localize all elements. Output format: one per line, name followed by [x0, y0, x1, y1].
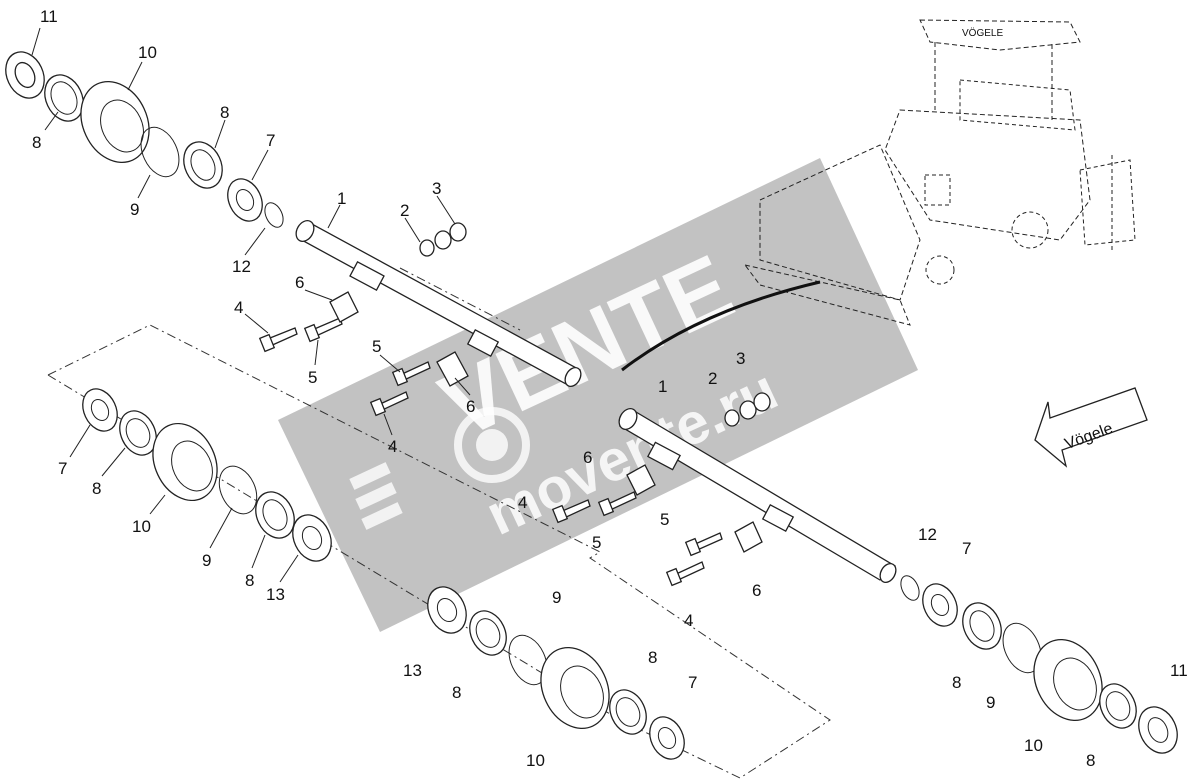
callout-9: 9	[986, 693, 995, 712]
bottom-center-bearing-stack	[427, 586, 685, 760]
callout-3: 3	[736, 349, 745, 368]
callout-13: 13	[266, 585, 285, 604]
callout-2: 2	[400, 201, 409, 220]
callout-8: 8	[452, 683, 461, 702]
hardware-bolts-nuts	[258, 222, 771, 587]
callout-4: 4	[518, 493, 527, 512]
callout-9: 9	[552, 588, 561, 607]
callout-4: 4	[234, 298, 243, 317]
callout-13: 13	[403, 661, 422, 680]
callout-8: 8	[1086, 751, 1095, 770]
callout-8: 8	[92, 479, 101, 498]
callout-8: 8	[220, 103, 229, 122]
callout-8: 8	[245, 571, 254, 590]
callout-6: 6	[295, 273, 304, 292]
callout-5: 5	[592, 533, 601, 552]
callout-8: 8	[952, 673, 961, 692]
upper-left-bearing-stack	[5, 51, 284, 228]
paver-machine-illustration: VÖGELE	[621, 19, 1136, 372]
callout-6: 6	[583, 448, 592, 467]
cab-canopy: VÖGELE	[919, 19, 1081, 120]
callout-1: 1	[337, 189, 346, 208]
callout-5: 5	[372, 337, 381, 356]
callout-12: 12	[918, 525, 937, 544]
left-bearing-stack	[82, 388, 332, 562]
callout-6: 6	[752, 581, 761, 600]
callout-10: 10	[1024, 736, 1043, 755]
callout-4: 4	[388, 437, 397, 456]
hopper	[743, 144, 921, 326]
shaft-upper	[295, 220, 582, 387]
callout-7: 7	[266, 131, 275, 150]
callout-5: 5	[660, 510, 669, 529]
callout-7: 7	[962, 539, 971, 558]
direction-arrow: Vögele	[1034, 387, 1148, 468]
callout-10: 10	[132, 517, 151, 536]
callout-10: 10	[526, 751, 545, 770]
callout-12: 12	[232, 257, 251, 276]
watermark: VENTE movente.ru	[278, 158, 918, 632]
canopy-brand-label: VÖGELE	[962, 27, 1003, 39]
callout-6: 6	[466, 397, 475, 416]
callout-8: 8	[648, 648, 657, 667]
callout-8: 8	[32, 133, 41, 152]
callout-3: 3	[432, 179, 441, 198]
callout-10: 10	[138, 43, 157, 62]
right-bearing-stack	[900, 575, 1178, 754]
callout-11: 11	[1170, 661, 1188, 680]
callout-1: 1	[658, 377, 667, 396]
callout-11: 11	[40, 7, 58, 26]
watermark-logo-icon	[349, 407, 530, 530]
callout-7: 7	[688, 673, 697, 692]
callout-9: 9	[130, 200, 139, 219]
callout-7: 7	[58, 459, 67, 478]
callout-5: 5	[308, 368, 317, 387]
callout-2: 2	[708, 369, 717, 388]
shaft-lower	[618, 408, 897, 583]
group-boundary	[47, 324, 831, 779]
callout-labels: 11 10 8 8 7 9 12 1 2 3 4 6 5 5 6 4 7 8 1…	[32, 7, 1188, 770]
callout-9: 9	[202, 551, 211, 570]
callout-4: 4	[684, 611, 693, 630]
leader-lines	[31, 27, 471, 583]
